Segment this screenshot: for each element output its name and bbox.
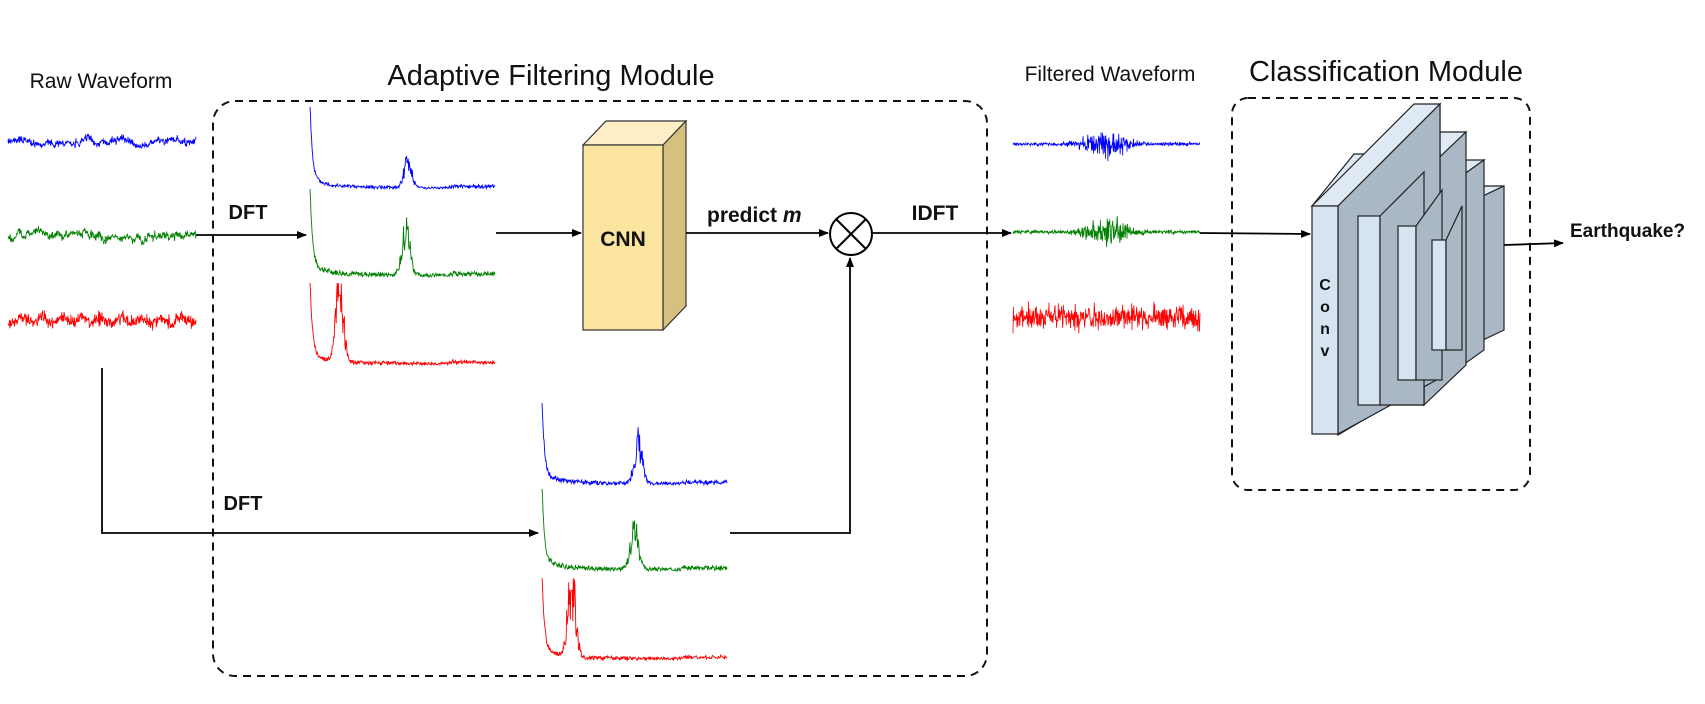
earthquake-output-label: Earthquake? — [1570, 221, 1685, 242]
circled-times-icon — [829, 212, 873, 256]
spectrum-top-channel-3 — [309, 282, 496, 367]
spectrum-trace — [309, 282, 496, 367]
arrow-bottom-spectra-to-multiply — [730, 257, 854, 534]
cnn-front-face — [582, 144, 664, 331]
predict-word: predict — [707, 204, 777, 227]
filtered-waveform-channel-3 — [1012, 301, 1201, 334]
waveform-trace — [7, 225, 197, 246]
predict-variable: m — [783, 204, 802, 227]
spectrum-trace — [309, 106, 496, 191]
arrow-filtered-to-conv — [1199, 229, 1311, 238]
predict-label: predict m — [707, 204, 802, 227]
waveform-trace — [1012, 301, 1201, 334]
spectrum-bottom-channel-2 — [541, 488, 728, 573]
waveform-trace — [1012, 216, 1201, 248]
waveform-trace — [7, 310, 197, 331]
conv-letter-o: o — [1320, 299, 1330, 316]
raw-waveform-title: Raw Waveform — [30, 70, 173, 93]
spectrum-trace — [309, 188, 496, 279]
adaptive-filtering-module-frame — [212, 100, 988, 677]
arrow-raw-to-bottom-spectra — [101, 368, 539, 537]
spectrum-top-channel-1 — [309, 106, 496, 191]
conv-letter-c: C — [1319, 277, 1331, 294]
waveform-trace — [7, 133, 197, 150]
dft-label-top: DFT — [229, 202, 268, 224]
raw-waveform-channel-2 — [7, 225, 197, 246]
conv-layers-icon — [1310, 102, 1505, 437]
spectrum-trace — [541, 402, 728, 487]
spectrum-trace — [541, 577, 728, 662]
cnn-block: CNN — [581, 119, 688, 332]
arrow-conv-to-output — [1503, 239, 1564, 248]
spectrum-bottom-channel-1 — [541, 402, 728, 487]
filtered-waveform-channel-1 — [1012, 132, 1200, 162]
spectrum-trace — [541, 488, 728, 573]
classification-module-frame — [1231, 97, 1531, 491]
cnn-label: CNN — [600, 228, 646, 251]
conv-letter-n: n — [1320, 321, 1330, 338]
adaptive-filtering-module-title: Adaptive Filtering Module — [387, 60, 714, 92]
raw-waveform-channel-1 — [7, 133, 197, 150]
filtered-waveform-title: Filtered Waveform — [1025, 63, 1196, 86]
raw-waveform-channel-3 — [7, 310, 197, 331]
spectrum-top-channel-2 — [309, 188, 496, 279]
cnn-side-face — [662, 119, 687, 332]
filtered-waveform-channel-2 — [1012, 216, 1201, 248]
spectrum-bottom-channel-3 — [541, 577, 728, 662]
dft-label-bottom: DFT — [224, 493, 263, 515]
waveform-trace — [1012, 132, 1200, 162]
idft-label: IDFT — [912, 202, 959, 225]
classification-module-title: Classification Module — [1249, 56, 1523, 88]
conv-letter-v: v — [1321, 343, 1330, 360]
